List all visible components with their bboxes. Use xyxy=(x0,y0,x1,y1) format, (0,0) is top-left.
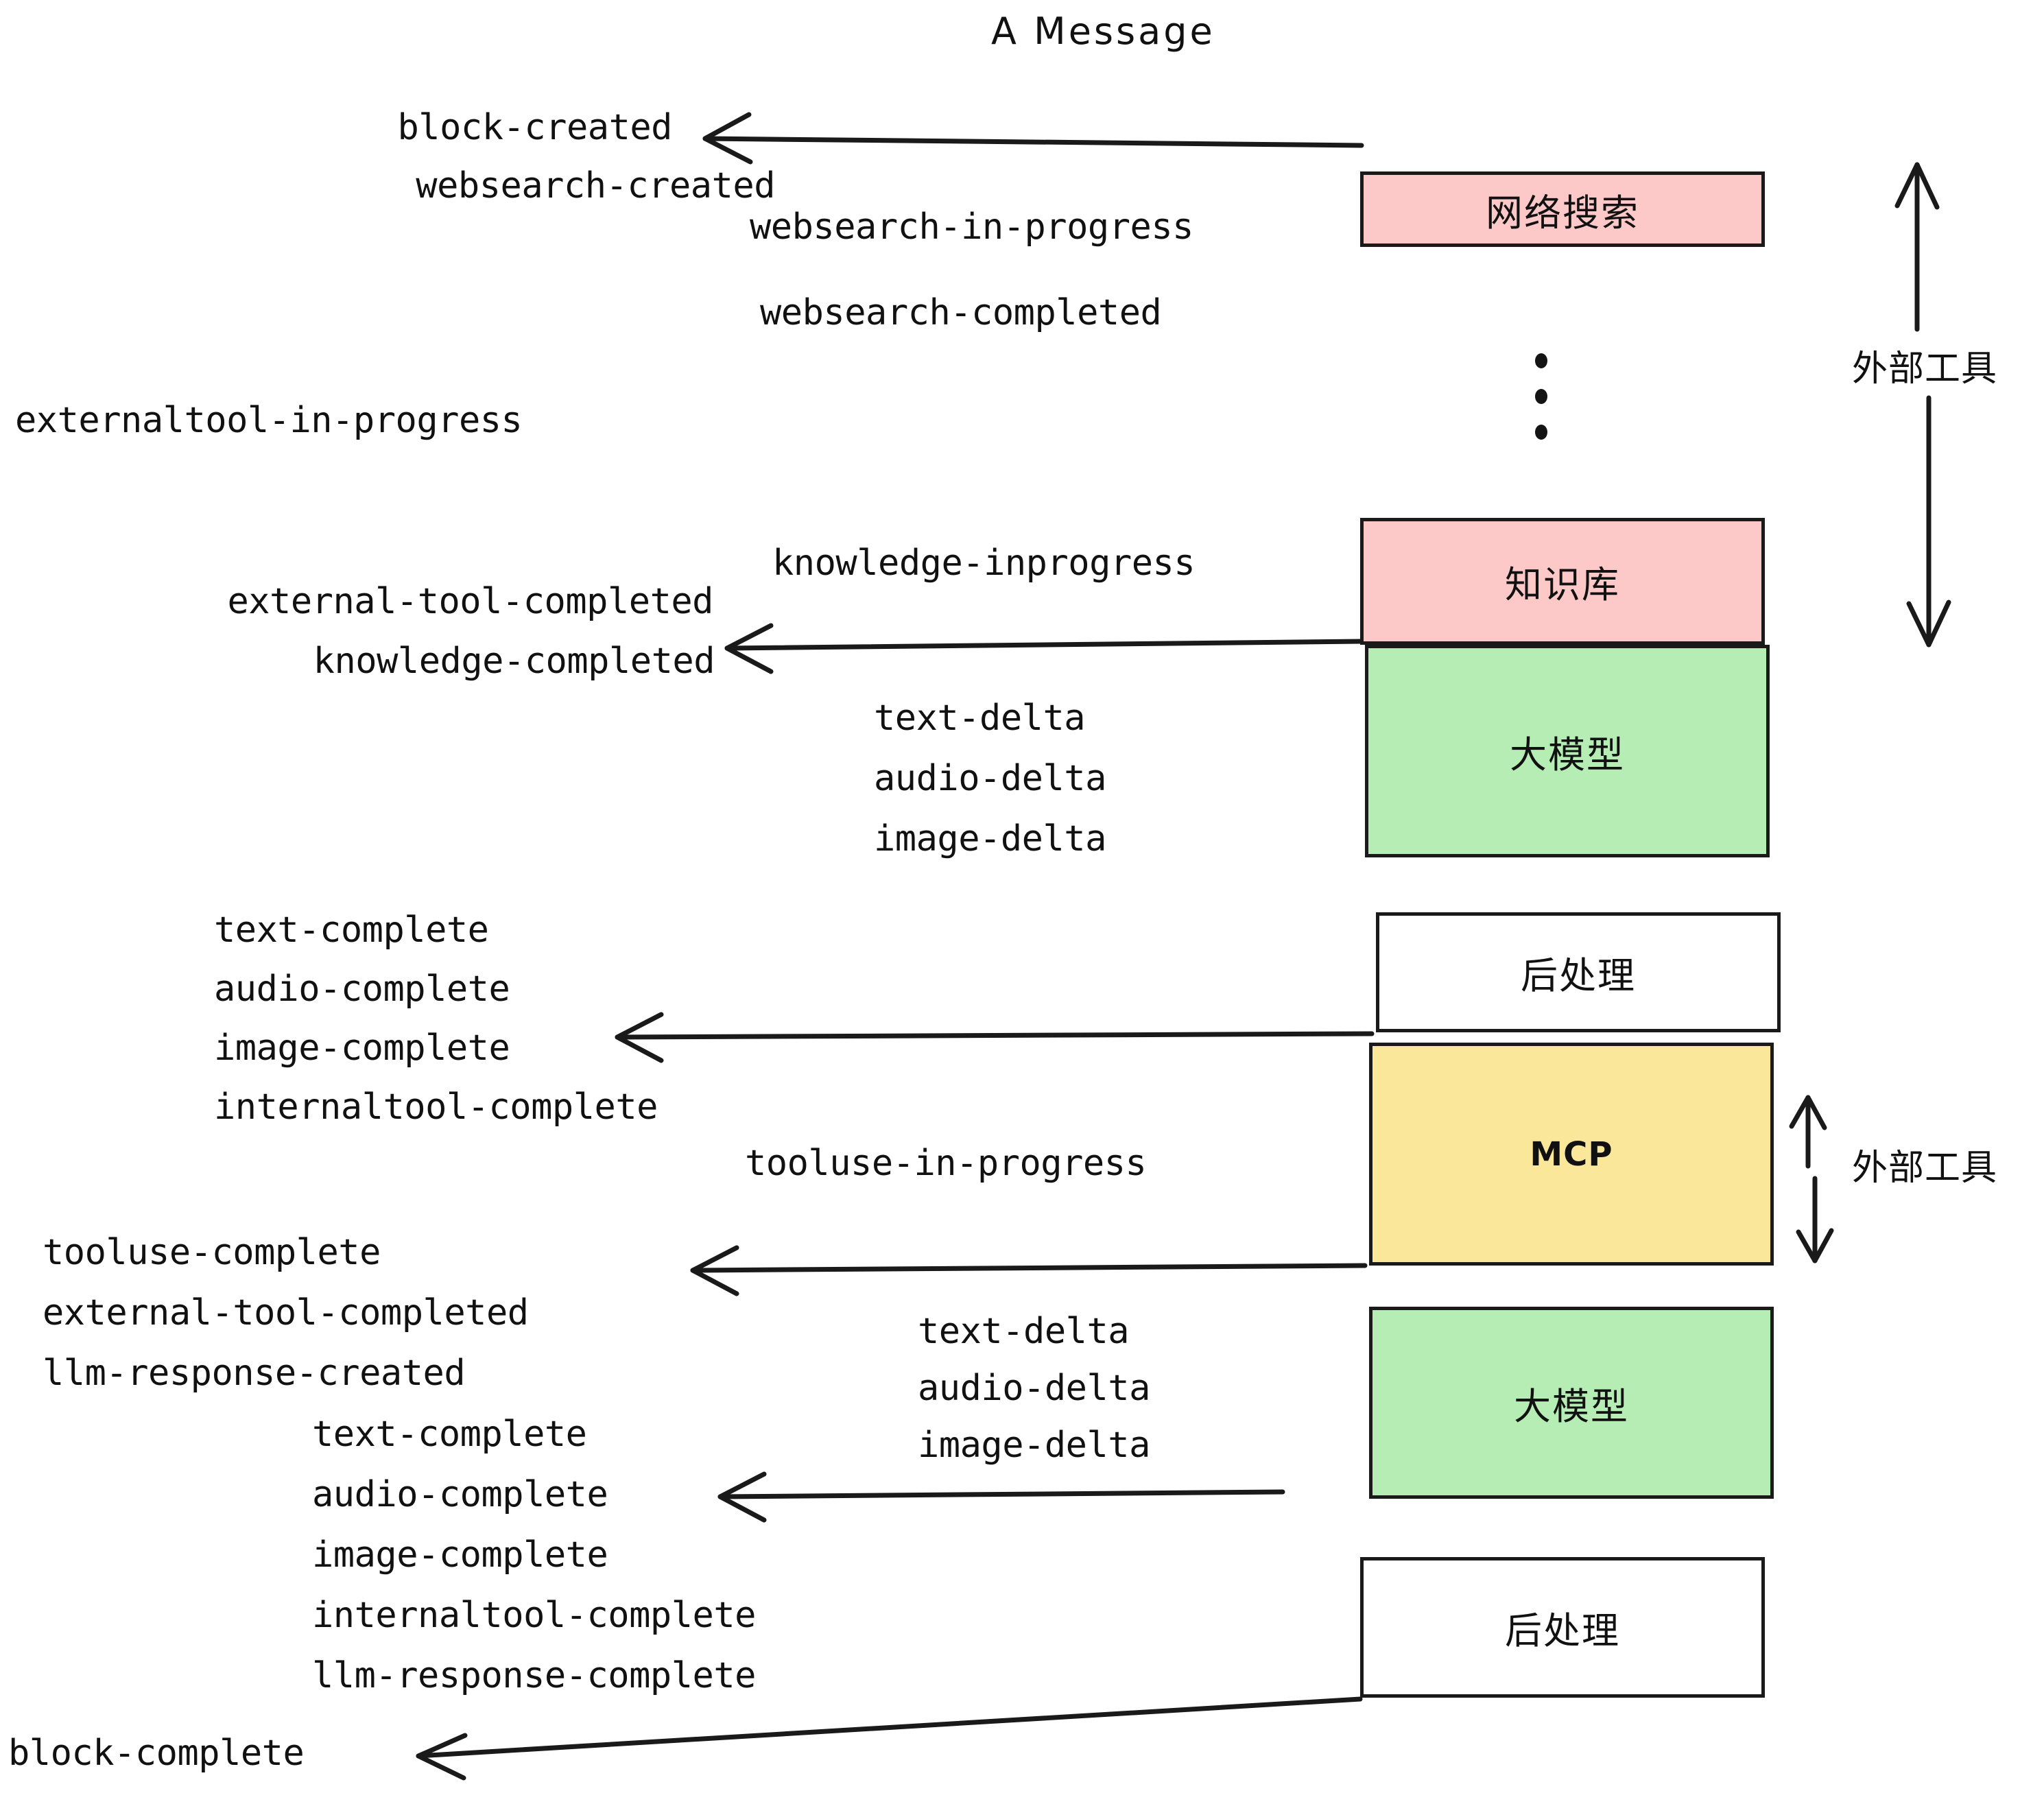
event-external-tool-completed-1: external-tool-completed xyxy=(227,581,713,622)
event-image-delta-1: image-delta xyxy=(874,818,1106,859)
node-label: MCP xyxy=(1530,1135,1613,1174)
event-knowledge-inprogress: knowledge-inprogress xyxy=(772,543,1196,584)
event-text-complete-1: text-complete xyxy=(214,910,489,951)
page-title: A Message xyxy=(991,10,1215,53)
arrow-block-created xyxy=(702,112,1364,165)
arrow-image-complete xyxy=(615,1012,1375,1063)
event-externaltool-in-progress: externaltool-in-progress xyxy=(15,400,523,441)
node-mcp[interactable]: MCP xyxy=(1369,1043,1774,1266)
event-websearch-created: websearch-created xyxy=(416,165,775,206)
event-audio-delta-1: audio-delta xyxy=(874,758,1106,799)
node-label: 知识库 xyxy=(1505,563,1620,606)
external-tools-label-top: 外部工具 xyxy=(1852,348,1998,390)
node-postprocess-1[interactable]: 后处理 xyxy=(1376,912,1781,1032)
event-tooluse-in-progress: tooluse-in-progress xyxy=(745,1143,1147,1184)
event-websearch-in-progress: websearch-in-progress xyxy=(750,206,1193,248)
node-label: 后处理 xyxy=(1521,954,1636,997)
event-text-complete-2: text-complete xyxy=(312,1414,587,1455)
node-knowledge-base[interactable]: 知识库 xyxy=(1360,518,1765,645)
external-tools-label-bottom: 外部工具 xyxy=(1852,1148,1998,1189)
arrow-block-complete xyxy=(416,1696,1363,1781)
event-internaltool-complete-2: internaltool-complete xyxy=(312,1595,756,1636)
event-llm-response-complete: llm-response-complete xyxy=(312,1655,756,1696)
event-image-delta-2: image-delta xyxy=(918,1425,1150,1466)
event-audio-delta-2: audio-delta xyxy=(918,1368,1150,1409)
vertical-ellipsis-icon xyxy=(1535,343,1547,450)
node-postprocess-2[interactable]: 后处理 xyxy=(1360,1557,1765,1698)
event-text-delta-2: text-delta xyxy=(918,1311,1130,1352)
event-external-tool-completed-2: external-tool-completed xyxy=(43,1292,529,1333)
event-image-complete-1: image-complete xyxy=(214,1028,510,1069)
event-knowledge-completed: knowledge-completed xyxy=(313,641,715,682)
arrow-tooluse-complete xyxy=(690,1245,1368,1296)
external-tools-bracket-bottom xyxy=(1789,1095,1834,1263)
event-text-delta-1: text-delta xyxy=(874,698,1086,739)
node-websearch[interactable]: 网络搜索 xyxy=(1360,171,1765,247)
node-label: 大模型 xyxy=(1510,733,1625,776)
node-label: 大模型 xyxy=(1514,1384,1629,1428)
arrow-audio-complete xyxy=(717,1471,1285,1523)
event-internaltool-complete-1: internaltool-complete xyxy=(214,1087,658,1128)
event-tooluse-complete: tooluse-complete xyxy=(43,1232,381,1273)
event-llm-response-created: llm-response-created xyxy=(43,1353,466,1394)
event-audio-complete-1: audio-complete xyxy=(214,969,510,1010)
node-llm-1[interactable]: 大模型 xyxy=(1365,645,1770,857)
event-audio-complete-2: audio-complete xyxy=(312,1474,608,1515)
external-tools-bracket-top xyxy=(1894,162,1951,648)
node-label: 网络搜索 xyxy=(1486,191,1639,235)
event-block-complete: block-complete xyxy=(8,1733,305,1774)
event-block-created: block-created xyxy=(397,107,673,148)
node-label: 后处理 xyxy=(1505,1609,1620,1652)
arrow-knowledge-completed xyxy=(724,623,1364,674)
event-websearch-completed: websearch-completed xyxy=(760,292,1162,333)
event-image-complete-2: image-complete xyxy=(312,1534,608,1576)
node-llm-2[interactable]: 大模型 xyxy=(1369,1307,1774,1499)
